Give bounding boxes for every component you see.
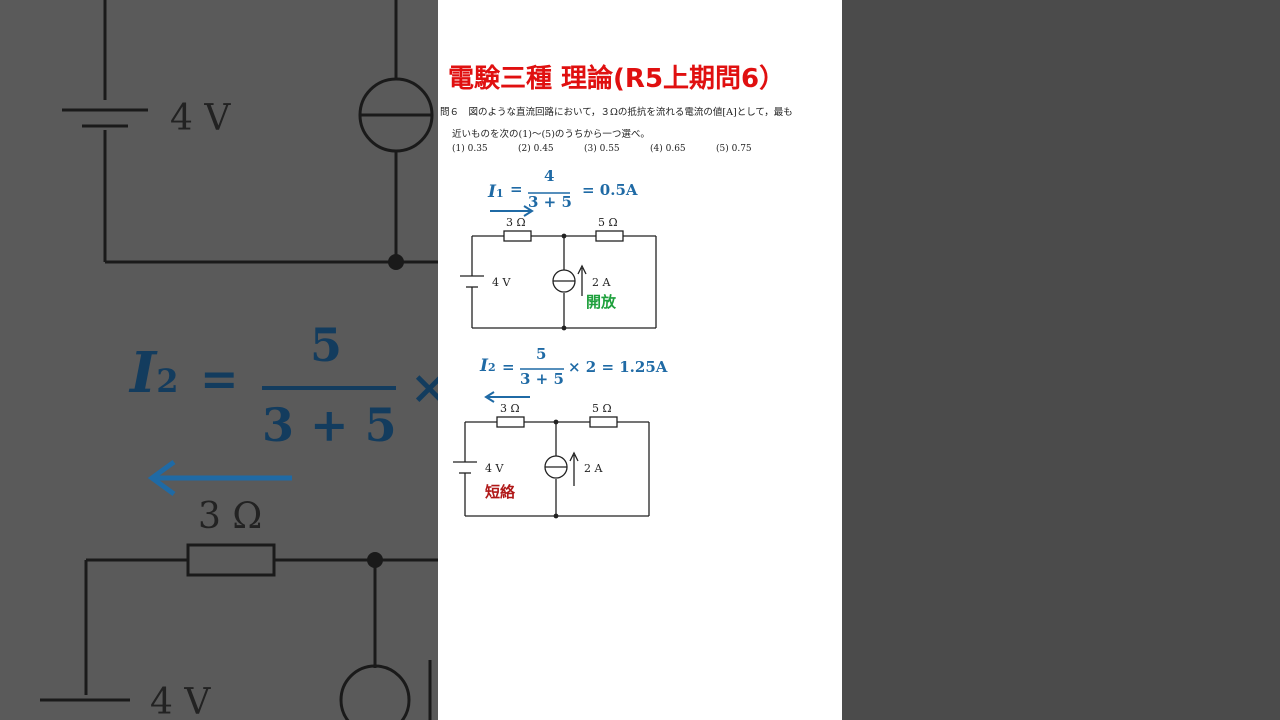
eq2-equals: = bbox=[502, 358, 515, 376]
eq1-source-label: 2 A bbox=[592, 276, 611, 289]
question-text: 問６ 図のような直流回路において，３Ωの抵抗を流れる電流の値[A]として，最も … bbox=[440, 102, 842, 146]
eq2-r2-label: 5 Ω bbox=[592, 402, 612, 415]
eq1-r1-label: 3 Ω bbox=[506, 216, 526, 229]
background-battery-top-label: 4 V bbox=[170, 98, 231, 139]
question-line-2: 近いものを次の(1)～(5)のうちから一つ選べ。 bbox=[452, 129, 650, 140]
circuit-open bbox=[460, 230, 657, 329]
answer-choices: (1) 0.35 (2) 0.45 (3) 0.55 (4) 0.65 (5) 0.75 bbox=[452, 144, 842, 154]
choice-5: (5) 0.75 bbox=[716, 144, 752, 154]
eq2-denominator: 3 + 5 bbox=[520, 370, 564, 388]
eq2-numerator: 5 bbox=[536, 345, 547, 363]
eq2-battery-label: 4 V bbox=[485, 462, 504, 475]
eq2-r1-label: 3 Ω bbox=[500, 402, 520, 415]
short-circuit-note: 短絡 bbox=[485, 483, 516, 501]
background-eq-equals: = bbox=[200, 352, 239, 406]
choice-1: (1) 0.35 bbox=[452, 144, 488, 154]
background-battery-bottom-label: 4 V bbox=[150, 682, 211, 720]
background-resistor-label: 3 Ω bbox=[198, 496, 263, 537]
background-eq-denominator: 3 + 5 bbox=[262, 398, 397, 452]
question-line-1: 問６ 図のような直流回路において，３Ωの抵抗を流れる電流の値[A]として，最も bbox=[440, 107, 793, 118]
circuit-short bbox=[453, 416, 650, 517]
background-eq-times: × bbox=[410, 360, 438, 414]
background-eq-numerator: 5 bbox=[310, 318, 343, 372]
eq1-result: = 0.5A bbox=[582, 181, 638, 199]
eq1-r2-label: 5 Ω bbox=[598, 216, 618, 229]
choice-4: (4) 0.65 bbox=[650, 144, 686, 154]
eq1-denominator: 3 + 5 bbox=[528, 193, 572, 211]
eq1-battery-label: 4 V bbox=[492, 276, 511, 289]
background-left-zoom: 4 V I2 = 5 3 + 5 × 3 Ω 4 V bbox=[0, 0, 438, 720]
choice-2: (2) 0.45 bbox=[518, 144, 554, 154]
open-circuit-note: 開放 bbox=[586, 293, 617, 311]
eq2-result: × 2 = 1.25A bbox=[568, 358, 668, 376]
eq1-numerator: 4 bbox=[544, 167, 555, 185]
page-title: 電験三種 理論(R5上期問6） bbox=[448, 64, 786, 94]
content-panel: 電験三種 理論(R5上期問6） 問６ 図のような直流回路において，３Ωの抵抗を流… bbox=[438, 0, 842, 720]
background-circuit bbox=[40, 0, 438, 720]
background-eq-current: I2 bbox=[130, 340, 179, 406]
eq2-source-label: 2 A bbox=[584, 462, 603, 475]
background-right bbox=[842, 0, 1280, 720]
choice-3: (3) 0.55 bbox=[584, 144, 620, 154]
eq1-current: I1 bbox=[488, 182, 504, 202]
eq1-equals: = bbox=[510, 180, 523, 198]
eq2-current: I2 bbox=[480, 356, 496, 376]
circuit-diagrams bbox=[453, 192, 657, 519]
